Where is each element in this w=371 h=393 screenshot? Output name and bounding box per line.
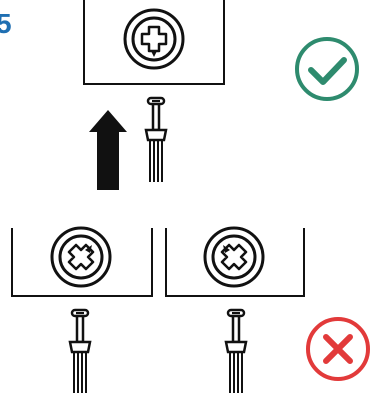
panel-frame [11, 228, 153, 297]
screwdriver-tip-icon [144, 96, 168, 184]
step-number: 5 [0, 8, 12, 39]
arrow-up-icon [89, 110, 127, 190]
screw-head-aligned-icon [123, 8, 185, 70]
screw-head-rotated-icon [50, 226, 112, 288]
panel-frame [83, 0, 225, 85]
x-circle-icon [306, 317, 370, 381]
screwdriver-tip-icon [68, 308, 92, 393]
check-circle-icon [295, 37, 359, 101]
panel-aligned-screw [83, 0, 225, 190]
screw-head-rotated-icon [203, 226, 265, 288]
panel-misaligned-screw-right [165, 226, 305, 393]
panel-frame [165, 228, 305, 297]
screwdriver-tip-icon [224, 308, 248, 393]
panel-misaligned-screw-left [11, 226, 153, 393]
